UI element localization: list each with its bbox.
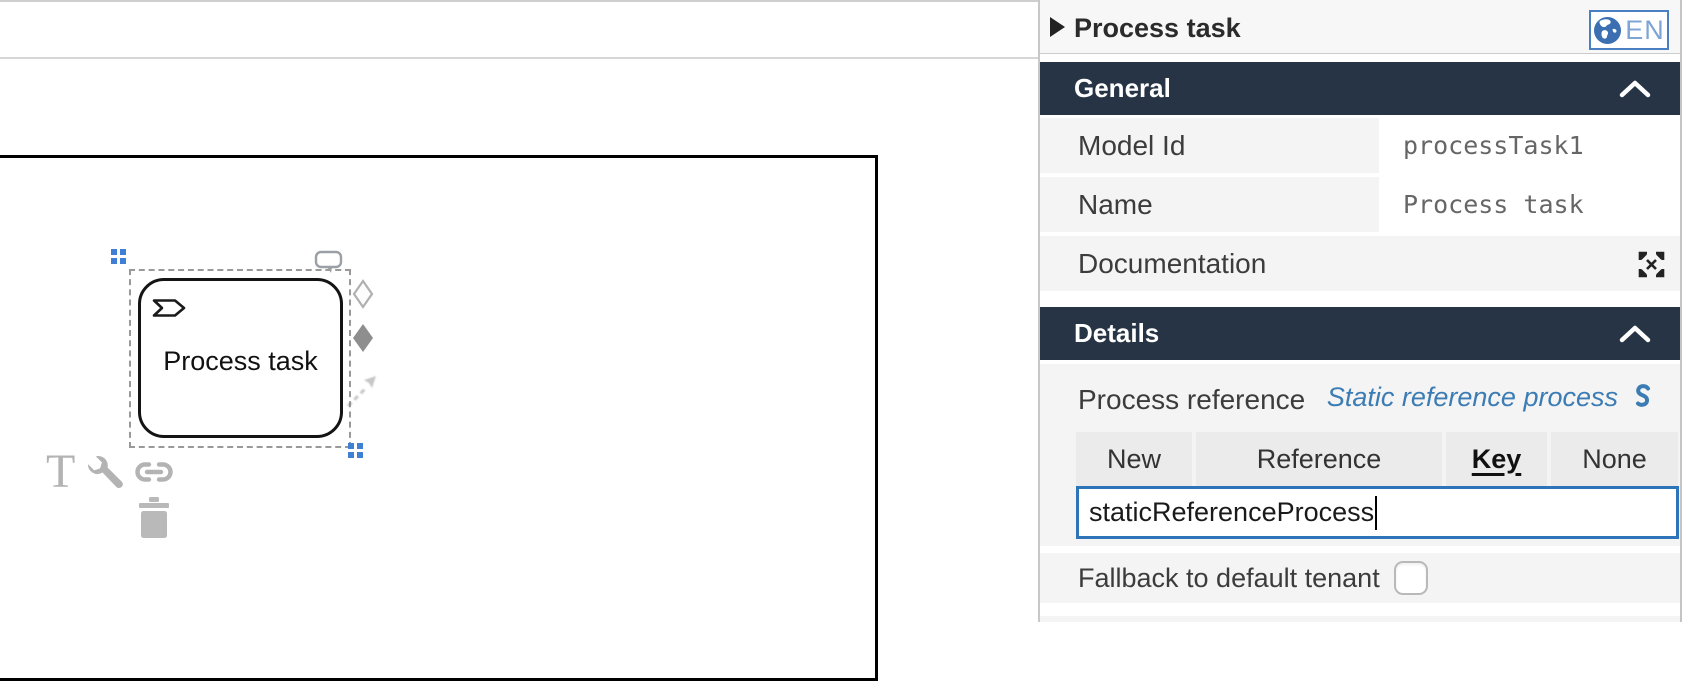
documentation-label: Documentation — [1078, 247, 1267, 279]
sentry-diamond-icon[interactable] — [351, 322, 375, 354]
tab-key[interactable]: Key — [1446, 432, 1547, 486]
process-key-value: staticReferenceProcess — [1089, 497, 1375, 527]
text-annotation-icon[interactable]: T — [46, 445, 76, 498]
section-header-general[interactable]: General — [1040, 62, 1680, 115]
process-key-input[interactable]: staticReferenceProcess — [1076, 486, 1679, 539]
process-reference-link-text: Static reference process — [1326, 382, 1618, 412]
section-title: General — [1074, 73, 1171, 103]
fallback-tenant-row: Fallback to default tenant — [1040, 553, 1680, 603]
language-code: EN — [1625, 14, 1665, 45]
name-field[interactable]: Process task — [1379, 177, 1680, 232]
documentation-row: Documentation — [1040, 236, 1680, 291]
chevron-up-icon — [1619, 80, 1651, 97]
fallback-tenant-checkbox[interactable] — [1393, 561, 1428, 595]
name-row: Name Process task — [1040, 177, 1680, 232]
model-id-value: processTask1 — [1403, 131, 1584, 160]
reference-link-icon — [1636, 383, 1650, 407]
milestone-outline-icon[interactable] — [352, 279, 374, 309]
panel-header: Process task EN — [1040, 0, 1680, 54]
process-reference-row: Process reference Static reference proce… — [1040, 364, 1680, 546]
tab-new[interactable]: New — [1076, 432, 1192, 486]
name-value: Process task — [1403, 190, 1584, 219]
diagram-canvas[interactable]: Process task T — [0, 0, 1038, 681]
globe-icon — [1594, 16, 1622, 44]
process-reference-link[interactable]: Static reference process — [1327, 382, 1654, 413]
properties-panel: Process task EN General Model Id process… — [1038, 0, 1682, 622]
text-cursor — [1375, 495, 1378, 530]
process-task-label: Process task — [163, 345, 318, 376]
process-task-shape[interactable]: Process task — [138, 278, 343, 438]
collapse-triangle-icon[interactable] — [1050, 17, 1065, 37]
language-selector-button[interactable]: EN — [1589, 10, 1669, 50]
selected-element-title: Process task — [1074, 13, 1241, 43]
model-id-row: Model Id processTask1 — [1040, 118, 1680, 173]
selection-outline — [129, 269, 351, 448]
tab-none[interactable]: None — [1551, 432, 1678, 486]
toolbar-bottom-divider — [0, 57, 1038, 59]
comment-icon[interactable] — [314, 250, 344, 275]
connection-tool-icon[interactable] — [344, 374, 380, 410]
wrench-icon[interactable] — [88, 453, 126, 491]
selection-handle-bottom-right[interactable] — [348, 443, 363, 458]
expand-icon[interactable] — [1638, 251, 1665, 278]
section-title: Details — [1074, 318, 1160, 348]
selection-handle-top-left[interactable] — [111, 249, 126, 264]
reference-mode-tabs: New Reference Key None — [1076, 432, 1678, 486]
next-row-edge — [1040, 616, 1680, 622]
model-id-label: Model Id — [1078, 129, 1186, 161]
process-reference-label: Process reference — [1078, 384, 1306, 415]
model-id-field[interactable]: processTask1 — [1379, 118, 1680, 173]
chevron-up-icon — [1619, 325, 1651, 342]
section-header-details[interactable]: Details — [1040, 307, 1680, 360]
fallback-tenant-label: Fallback to default tenant — [1078, 562, 1380, 593]
trash-icon[interactable] — [138, 497, 170, 539]
process-task-type-icon — [152, 299, 186, 317]
name-label: Name — [1078, 188, 1153, 220]
tab-reference[interactable]: Reference — [1196, 432, 1442, 486]
toolbar-top-divider — [0, 0, 1038, 2]
link-tool-icon[interactable] — [135, 460, 173, 484]
